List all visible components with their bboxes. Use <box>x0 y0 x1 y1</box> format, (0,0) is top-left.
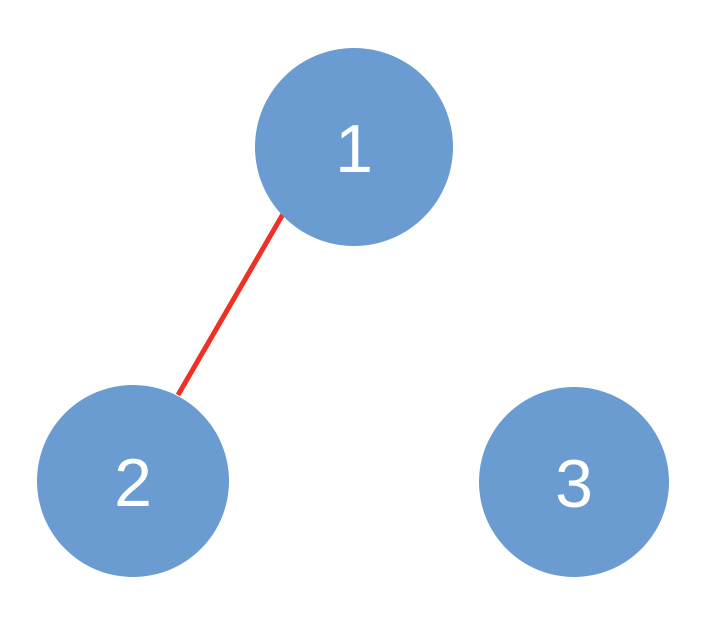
node-2[interactable]: 2 <box>37 385 229 577</box>
node-3-label: 3 <box>555 446 593 522</box>
node-layer: 1 2 3 <box>37 48 669 577</box>
node-3[interactable]: 3 <box>479 387 669 577</box>
edge-layer <box>175 212 286 397</box>
node-2-label: 2 <box>114 445 152 521</box>
edge-node1-node2[interactable] <box>175 212 286 397</box>
node-3-circle[interactable] <box>479 387 669 577</box>
node-1[interactable]: 1 <box>255 48 453 246</box>
node-1-label: 1 <box>335 111 373 187</box>
node-1-circle[interactable] <box>255 48 453 246</box>
node-2-circle[interactable] <box>37 385 229 577</box>
